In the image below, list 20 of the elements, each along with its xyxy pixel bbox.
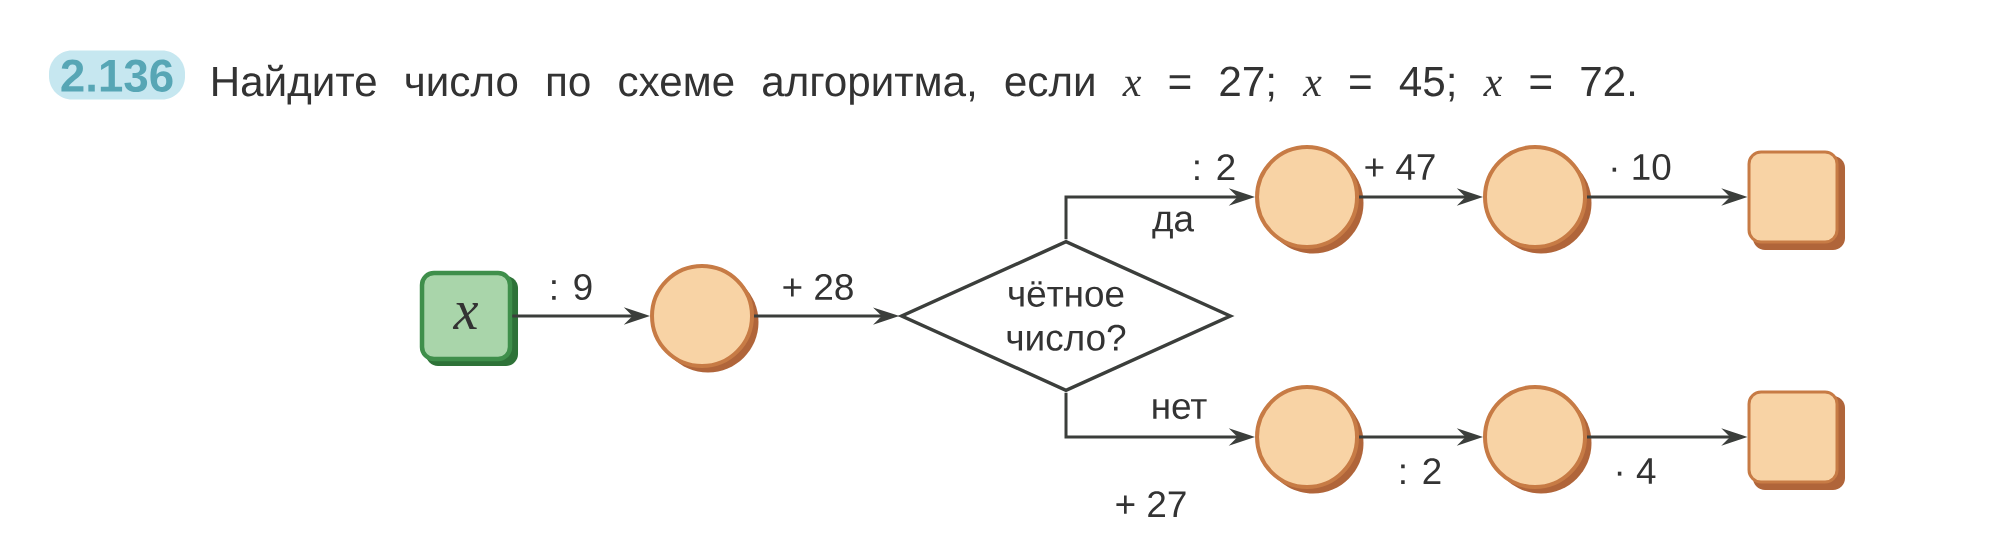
edge-label: · 10 (1604, 149, 1676, 185)
blank-circle (1483, 385, 1592, 494)
edge-label: + 27 (1110, 487, 1192, 521)
edge-label: + 28 (777, 269, 859, 305)
branch-label: да (1152, 211, 1194, 239)
blank-circle (1255, 145, 1364, 254)
answer-box (1747, 150, 1845, 250)
task-text: Найдите число по схеме алгоритма, если x = 27; x = 45; x = 72. (213, 64, 1635, 105)
edge-label: + 47 (1359, 150, 1441, 184)
edge-label: : 2 (1187, 150, 1241, 184)
blank-circle (650, 264, 759, 373)
input-box: x (419, 270, 518, 366)
edge-label: : 9 (544, 269, 598, 305)
branch-label: нет (1153, 398, 1207, 420)
blank-circle (1483, 145, 1592, 254)
edge-label: · 4 (1609, 454, 1661, 488)
blank-circle (1255, 385, 1364, 494)
edge-label: : 2 (1393, 454, 1447, 488)
exercise-number: 2.136 (49, 50, 185, 100)
answer-box (1747, 390, 1845, 490)
